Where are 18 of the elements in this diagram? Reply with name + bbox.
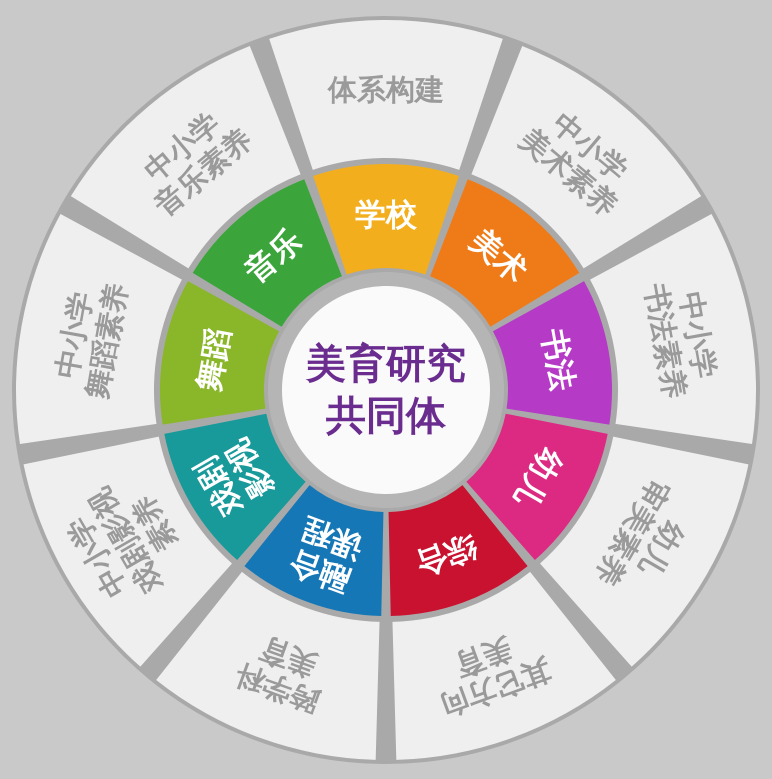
- category-label: 综合: [410, 526, 481, 581]
- segment-label: 其它方向美育: [422, 620, 554, 724]
- category-label: 戏剧影视: [188, 432, 282, 522]
- segment-label: 中小学舞蹈素养: [48, 274, 134, 401]
- category-label: 音乐: [238, 223, 310, 290]
- category-label: 幼儿: [506, 441, 568, 513]
- segment-label: 中小学美术素养: [512, 97, 645, 223]
- category-label: 书法: [534, 326, 580, 394]
- hub-title: 美育研究共同体: [306, 338, 466, 442]
- segment-label: 中小学书法素养: [638, 274, 724, 401]
- segment-label: 中小学音乐素养: [127, 97, 260, 223]
- category-label: 美术: [462, 223, 534, 290]
- category-label: 融合课程: [285, 509, 368, 598]
- segment-label: 跨学科美育: [231, 626, 336, 718]
- segment-label: 幼儿审美素养: [588, 473, 704, 607]
- category-label: 舞蹈: [192, 326, 238, 394]
- segment-label: 体系构建: [328, 73, 444, 107]
- category-label: 学校: [355, 198, 417, 234]
